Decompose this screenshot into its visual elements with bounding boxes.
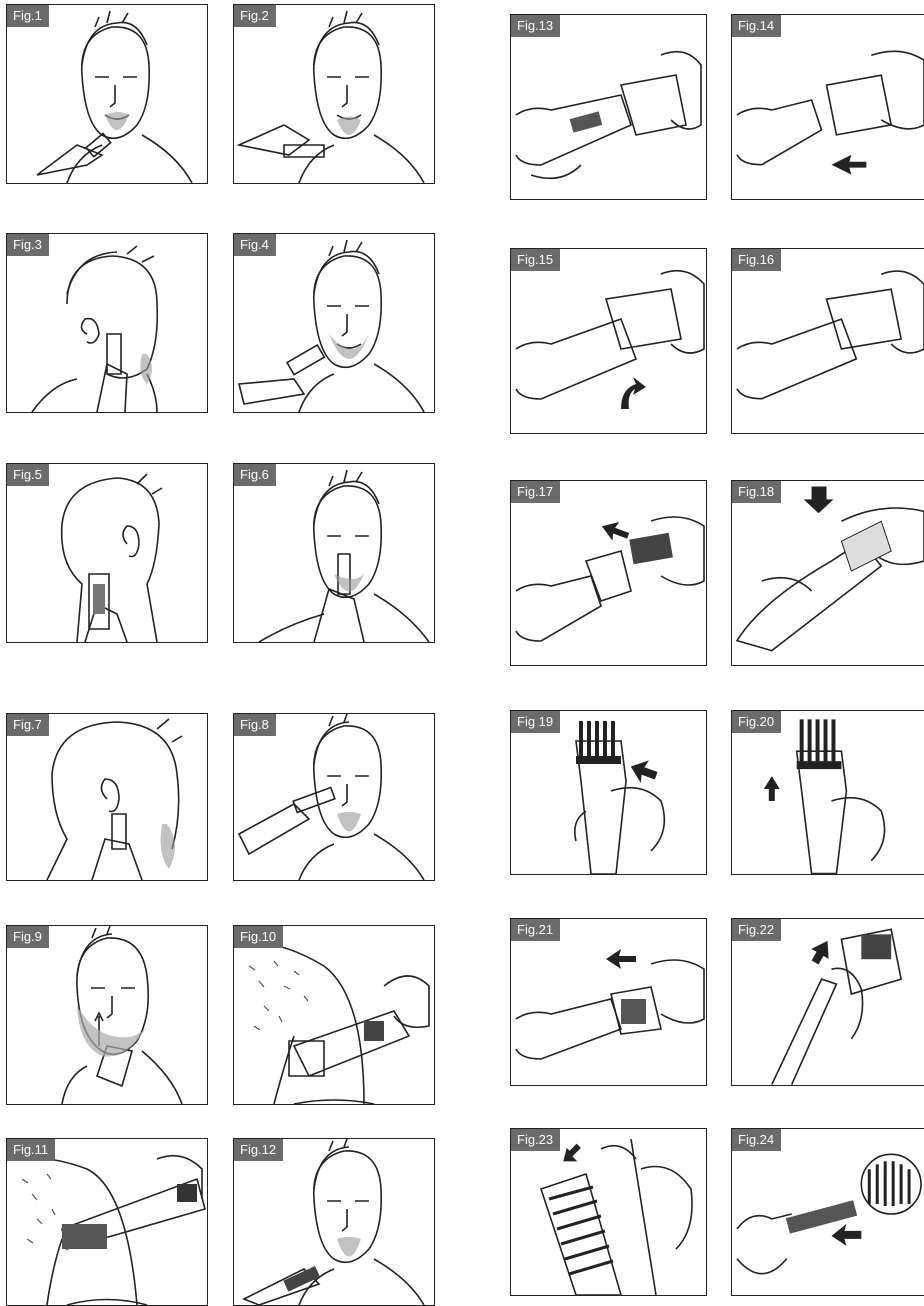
figure-panel-20: Fig.20 bbox=[731, 710, 924, 875]
body-hair-trimming-icon bbox=[234, 926, 434, 1104]
figure-label: Fig.4 bbox=[234, 234, 276, 256]
figure-label: Fig.20 bbox=[732, 711, 781, 733]
figure-panel-10: Fig.10 bbox=[233, 925, 435, 1105]
man-trimming-neckline-icon bbox=[7, 464, 207, 642]
figure-label: Fig.23 bbox=[511, 1129, 560, 1151]
figure-panel-4: Fig.4 bbox=[233, 233, 435, 413]
figure-panel-3: Fig.3 bbox=[6, 233, 208, 413]
remove-head-icon bbox=[511, 919, 706, 1085]
man-precision-trimmer-icon bbox=[234, 1139, 434, 1305]
figure-panel-15: Fig.15 bbox=[510, 248, 707, 434]
lift-head-icon bbox=[732, 919, 924, 1085]
attach-comb-icon bbox=[511, 481, 706, 665]
figure-panel-11: Fig.11 bbox=[6, 1138, 208, 1306]
figure-panel-2: Fig.2 bbox=[233, 4, 435, 184]
brush-clean-icon bbox=[732, 1129, 924, 1295]
figure-label: Fig.10 bbox=[234, 926, 283, 948]
figure-label: Fig.15 bbox=[511, 249, 560, 271]
slide-comb-icon bbox=[732, 711, 924, 874]
figure-label: Fig.22 bbox=[732, 919, 781, 941]
figure-label: Fig.16 bbox=[732, 249, 781, 271]
rotate-head-icon bbox=[511, 249, 706, 433]
figure-panel-5: Fig.5 bbox=[6, 463, 208, 643]
figure-panel-8: Fig.8 bbox=[233, 713, 435, 881]
figure-panel-13: Fig.13 bbox=[510, 14, 707, 200]
figure-label: Fig.7 bbox=[7, 714, 49, 736]
man-trimming-goatee-icon bbox=[7, 5, 207, 183]
man-trimming-eyebrow-icon bbox=[234, 714, 434, 880]
figure-panel-24: Fig.24 bbox=[731, 1128, 924, 1296]
figure-label: Fig.17 bbox=[511, 481, 560, 503]
adjust-comb-up-icon bbox=[511, 711, 706, 874]
figure-label: Fig.14 bbox=[732, 15, 781, 37]
figure-label: Fig.11 bbox=[7, 1139, 55, 1161]
head-attached-icon bbox=[732, 249, 924, 433]
figure-panel-18: Fig.18 bbox=[731, 480, 924, 666]
figure-label: Fig.13 bbox=[511, 15, 560, 37]
man-trimming-sideburn-icon bbox=[7, 234, 207, 412]
figure-panel-22: Fig.22 bbox=[731, 918, 924, 1086]
figure-panel-23: Fig.23 bbox=[510, 1128, 707, 1296]
figure-panel-19: Fig 19 bbox=[510, 710, 707, 875]
press-comb-icon bbox=[732, 481, 924, 665]
attach-head-icon bbox=[511, 15, 706, 199]
figure-label: Fig.12 bbox=[234, 1139, 283, 1161]
figure-panel-7: Fig.7 bbox=[6, 713, 208, 881]
figure-panel-17: Fig.17 bbox=[510, 480, 707, 666]
figure-label: Fig.18 bbox=[732, 481, 781, 503]
man-trimming-cheek-icon bbox=[234, 234, 434, 412]
figure-panel-16: Fig.16 bbox=[731, 248, 924, 434]
man-beard-comb-icon bbox=[7, 926, 207, 1104]
clean-comb-icon bbox=[511, 1129, 706, 1295]
figure-panel-12: Fig.12 bbox=[233, 1138, 435, 1306]
figure-label: Fig.5 bbox=[7, 464, 49, 486]
figure-panel-9: Fig.9 bbox=[6, 925, 208, 1105]
figure-label: Fig.24 bbox=[732, 1129, 781, 1151]
figure-label: Fig.2 bbox=[234, 5, 276, 27]
figure-panel-1: Fig.1 bbox=[6, 4, 208, 184]
figure-panel-21: Fig.21 bbox=[510, 918, 707, 1086]
man-trimming-chin-icon bbox=[234, 5, 434, 183]
figure-label: Fig.6 bbox=[234, 464, 276, 486]
man-trimming-ear-icon bbox=[7, 714, 207, 880]
figure-panel-14: Fig.14 bbox=[731, 14, 924, 200]
figure-label: Fig.3 bbox=[7, 234, 49, 256]
figure-label: Fig.21 bbox=[511, 919, 560, 941]
figure-label: Fig.1 bbox=[7, 5, 49, 27]
figure-label: Fig.8 bbox=[234, 714, 276, 736]
figure-label: Fig.9 bbox=[7, 926, 49, 948]
body-hair-comb-icon bbox=[7, 1139, 207, 1305]
man-trimming-nose-icon bbox=[234, 464, 434, 642]
figure-panel-6: Fig.6 bbox=[233, 463, 435, 643]
attach-head-arrow-icon bbox=[732, 15, 924, 199]
figure-label: Fig 19 bbox=[511, 711, 560, 733]
